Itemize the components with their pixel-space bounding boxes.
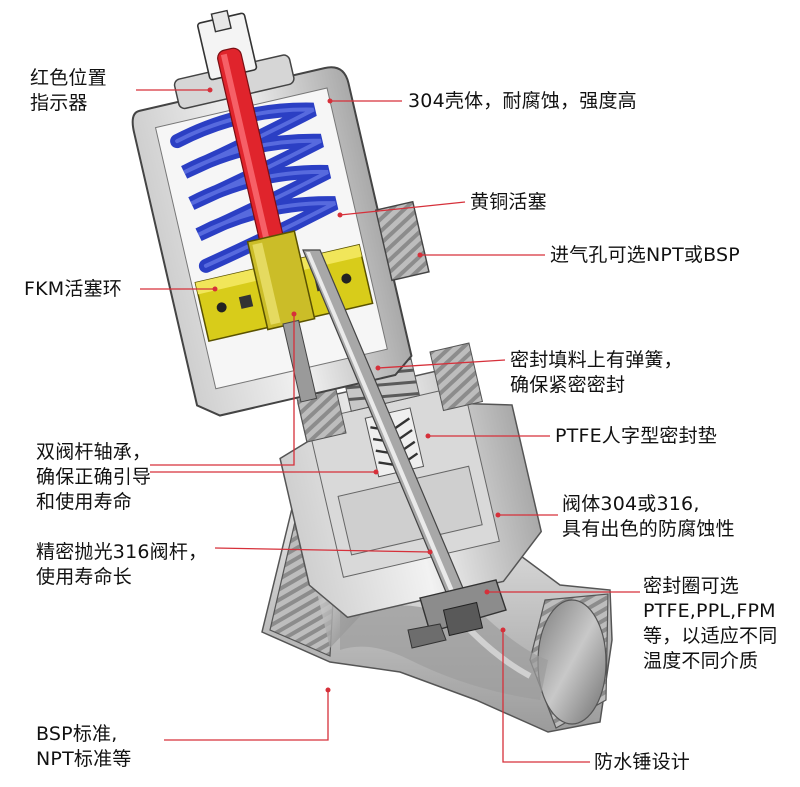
label-seal-packing: 密封填料上有弹簧， 确保紧密密封	[510, 349, 683, 396]
label-bsp-standard: BSP标准, NPT标准等	[36, 723, 132, 770]
label-seal-ring: 密封圈可选 PTFE,PPL,FPM 等，以适应不同 温度不同介质	[643, 575, 778, 672]
label-fkm-ring: FKM活塞环	[24, 278, 122, 300]
air-inlet-port	[374, 200, 430, 282]
label-red-indicator: 红色位置 指示器	[30, 67, 107, 114]
spring	[170, 102, 339, 273]
label-water-hammer: 防水锤设计	[594, 751, 691, 773]
label-air-inlet: 进气孔可选NPT或BSP	[550, 244, 740, 266]
label-shell: 304壳体，耐腐蚀，强度高	[408, 90, 637, 112]
label-double-bearing: 双阀杆轴承， 确保正确引导 和使用寿命	[36, 441, 152, 513]
label-ptfe-gasket: PTFE人字型密封垫	[555, 425, 717, 447]
label-polished-stem: 精密抛光316阀杆， 使用寿命长	[36, 541, 208, 588]
valve-disc	[407, 579, 507, 649]
label-brass-piston: 黄铜活塞	[470, 191, 547, 213]
label-valve-body: 阀体304或316, 具有出色的防腐蚀性	[562, 493, 735, 540]
